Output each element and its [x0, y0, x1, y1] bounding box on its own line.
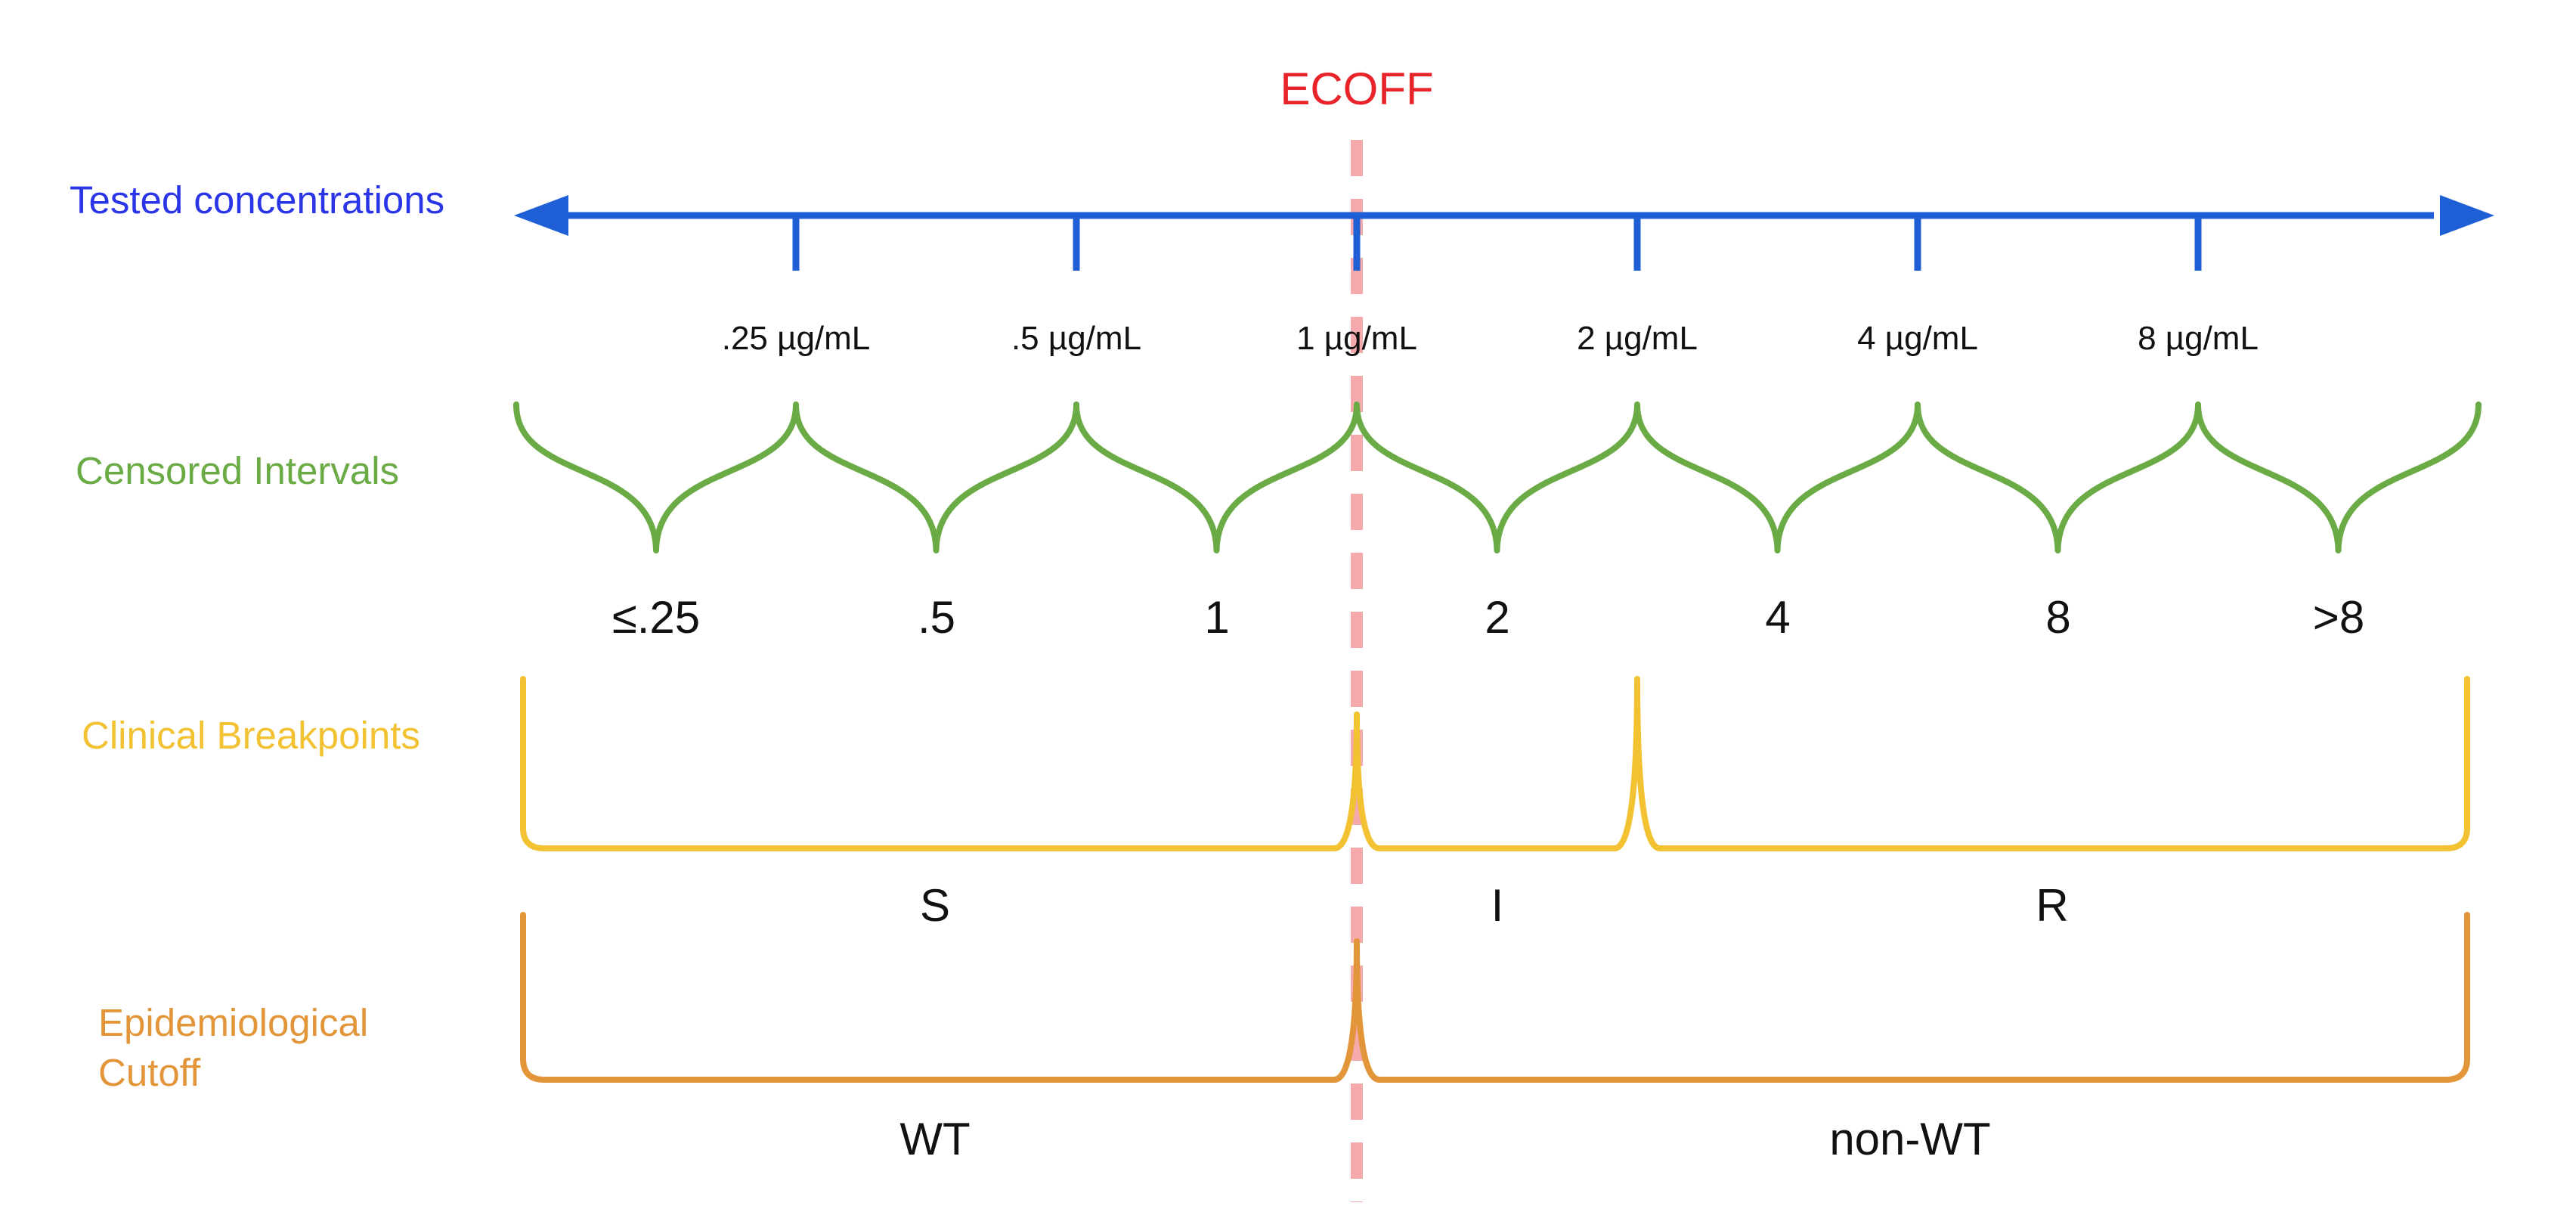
epidemiological-cutoff-bracket [520, 912, 2470, 1083]
interval-value: 1 [1204, 592, 1229, 643]
epidemiological-cutoff-label-line1: Epidemiological [98, 1001, 368, 1044]
category-label: WT [899, 1114, 970, 1164]
interval-value: 8 [2045, 592, 2070, 643]
tested-concentrations-axis: Tested concentrations .25 µg/mL .5 µg/mL… [70, 178, 2494, 357]
epidemiological-cutoff: Epidemiological Cutoff WT non-WT [98, 912, 2470, 1164]
tick-label: 8 µg/mL [2138, 320, 2259, 357]
clinical-breakpoints-bracket [520, 676, 2470, 851]
interval-value: 2 [1485, 592, 1509, 643]
tick-label: .5 µg/mL [1011, 320, 1141, 357]
tick-label: 2 µg/mL [1577, 320, 1698, 357]
axis-arrow-right [2440, 195, 2494, 236]
tick-label: 1 µg/mL [1296, 320, 1417, 357]
category-label: non-WT [1829, 1114, 1990, 1164]
tick-label: 4 µg/mL [1857, 320, 1978, 357]
epidemiological-cutoff-label-line2: Cutoff [98, 1051, 201, 1094]
clinical-breakpoints: Clinical Breakpoints S I R [82, 676, 2470, 931]
axis-arrow-left [514, 195, 568, 236]
category-label: S [920, 880, 950, 931]
clinical-breakpoints-label: Clinical Breakpoints [82, 714, 420, 757]
tick-label: .25 µg/mL [722, 320, 871, 357]
category-label: R [2036, 880, 2068, 931]
category-label: I [1491, 880, 1504, 931]
ecoff-label: ECOFF [1280, 64, 1433, 114]
interval-value: ≤.25 [612, 592, 700, 643]
interval-value: >8 [2313, 592, 2364, 643]
tested-concentrations-label: Tested concentrations [70, 178, 444, 222]
interval-value: 4 [1765, 592, 1790, 643]
interval-value: .5 [918, 592, 955, 643]
censored-intervals-label: Censored Intervals [76, 449, 399, 492]
censored-interval-braces [513, 401, 2482, 553]
censored-intervals: Censored Intervals ≤.25 .5 1 2 4 8 >8 [76, 401, 2482, 643]
